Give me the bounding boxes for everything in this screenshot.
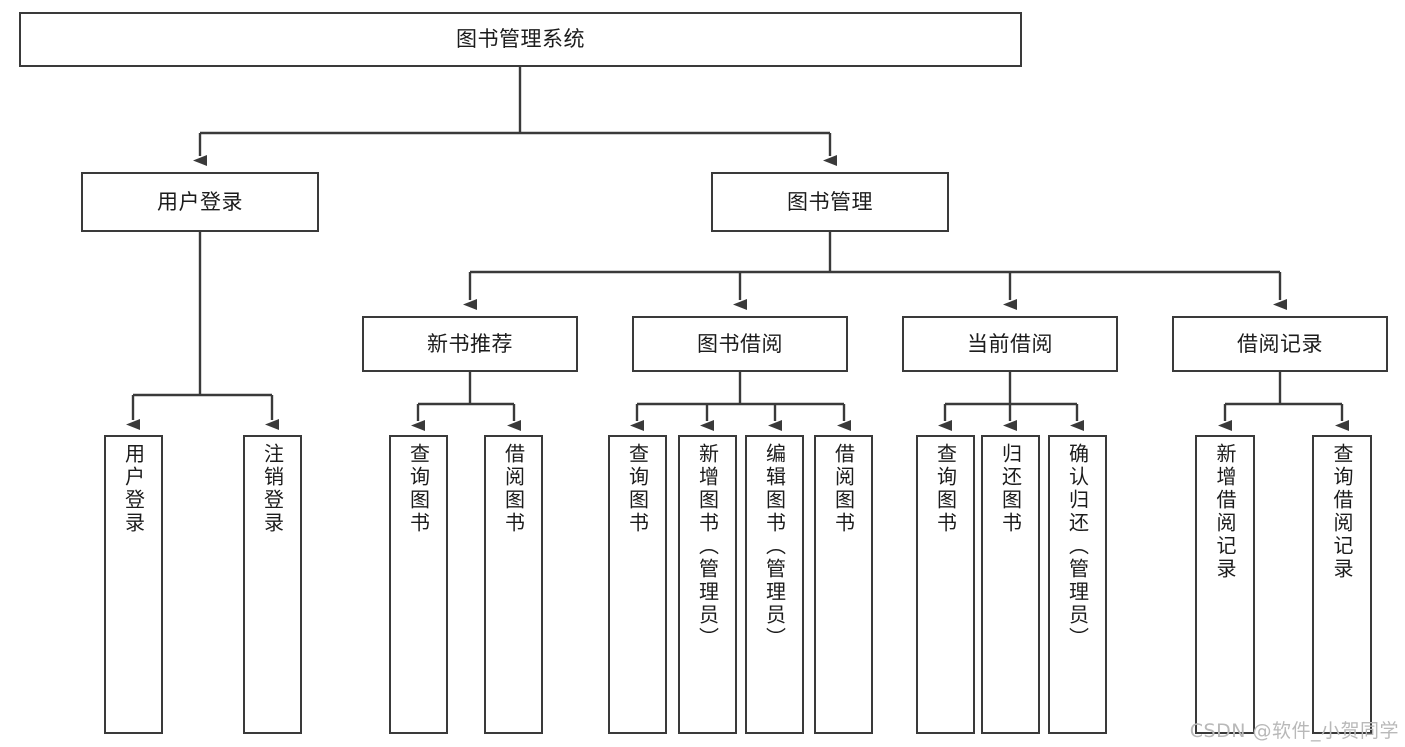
edge-newbook-to-leaves [411, 372, 521, 431]
node-label: 用户登录 [157, 189, 243, 214]
node-label: 新书推荐 [427, 331, 513, 356]
node-leaf-query-book-new[interactable]: 查询图书 [389, 435, 448, 734]
node-leaf-edit-book-admin[interactable]: 编辑图书（管理员） [745, 435, 804, 734]
node-label: 新增图书（管理员） [695, 443, 720, 650]
node-book-management[interactable]: 图书管理 [711, 172, 949, 232]
node-label: 注销登录 [260, 443, 285, 535]
edge-records-to-leaves [1218, 372, 1349, 431]
node-new-book-recommend[interactable]: 新书推荐 [362, 316, 578, 372]
node-borrow-records[interactable]: 借阅记录 [1172, 316, 1388, 372]
node-label: 编辑图书（管理员） [762, 443, 787, 650]
node-label: 当前借阅 [967, 331, 1053, 356]
node-label: 用户登录 [121, 443, 146, 535]
node-leaf-add-book-admin[interactable]: 新增图书（管理员） [678, 435, 737, 734]
node-leaf-confirm-return-admin[interactable]: 确认归还（管理员） [1048, 435, 1107, 734]
node-leaf-add-borrow-record[interactable]: 新增借阅记录 [1195, 435, 1255, 734]
node-label: 借阅图书 [501, 443, 526, 535]
node-label: 借阅记录 [1237, 331, 1323, 356]
node-current-borrow[interactable]: 当前借阅 [902, 316, 1118, 372]
node-leaf-query-book-borrow[interactable]: 查询图书 [608, 435, 667, 734]
node-label: 确认归还（管理员） [1065, 443, 1090, 650]
node-label: 归还图书 [998, 443, 1023, 535]
node-leaf-logout[interactable]: 注销登录 [243, 435, 302, 734]
node-label: 查询图书 [406, 443, 431, 535]
node-leaf-query-book-current[interactable]: 查询图书 [916, 435, 975, 734]
edge-current-to-leaves [938, 372, 1084, 431]
csdn-watermark: CSDN @软件_小贺同学 [1189, 720, 1399, 742]
node-label: 查询图书 [933, 443, 958, 535]
edge-borrow-to-leaves [630, 372, 851, 431]
edge-bookmgmt-to-level2 [463, 232, 1287, 310]
node-leaf-user-login[interactable]: 用户登录 [104, 435, 163, 734]
node-leaf-borrow-book[interactable]: 借阅图书 [814, 435, 873, 734]
node-leaf-borrow-book-new[interactable]: 借阅图书 [484, 435, 543, 734]
node-root-system[interactable]: 图书管理系统 [19, 12, 1022, 67]
node-leaf-return-book[interactable]: 归还图书 [981, 435, 1040, 734]
node-label: 新增借阅记录 [1213, 443, 1237, 581]
node-label: 查询借阅记录 [1330, 443, 1354, 581]
node-leaf-query-borrow-record[interactable]: 查询借阅记录 [1312, 435, 1372, 734]
node-label: 借阅图书 [831, 443, 856, 535]
node-label: 图书借阅 [697, 331, 783, 356]
edge-root-to-level1 [193, 67, 837, 166]
node-label: 图书管理系统 [456, 27, 585, 52]
node-label: 图书管理 [787, 189, 873, 214]
node-user-login[interactable]: 用户登录 [81, 172, 319, 232]
edge-userlogin-to-leaves [126, 232, 279, 430]
node-book-borrow[interactable]: 图书借阅 [632, 316, 848, 372]
node-label: 查询图书 [625, 443, 650, 535]
